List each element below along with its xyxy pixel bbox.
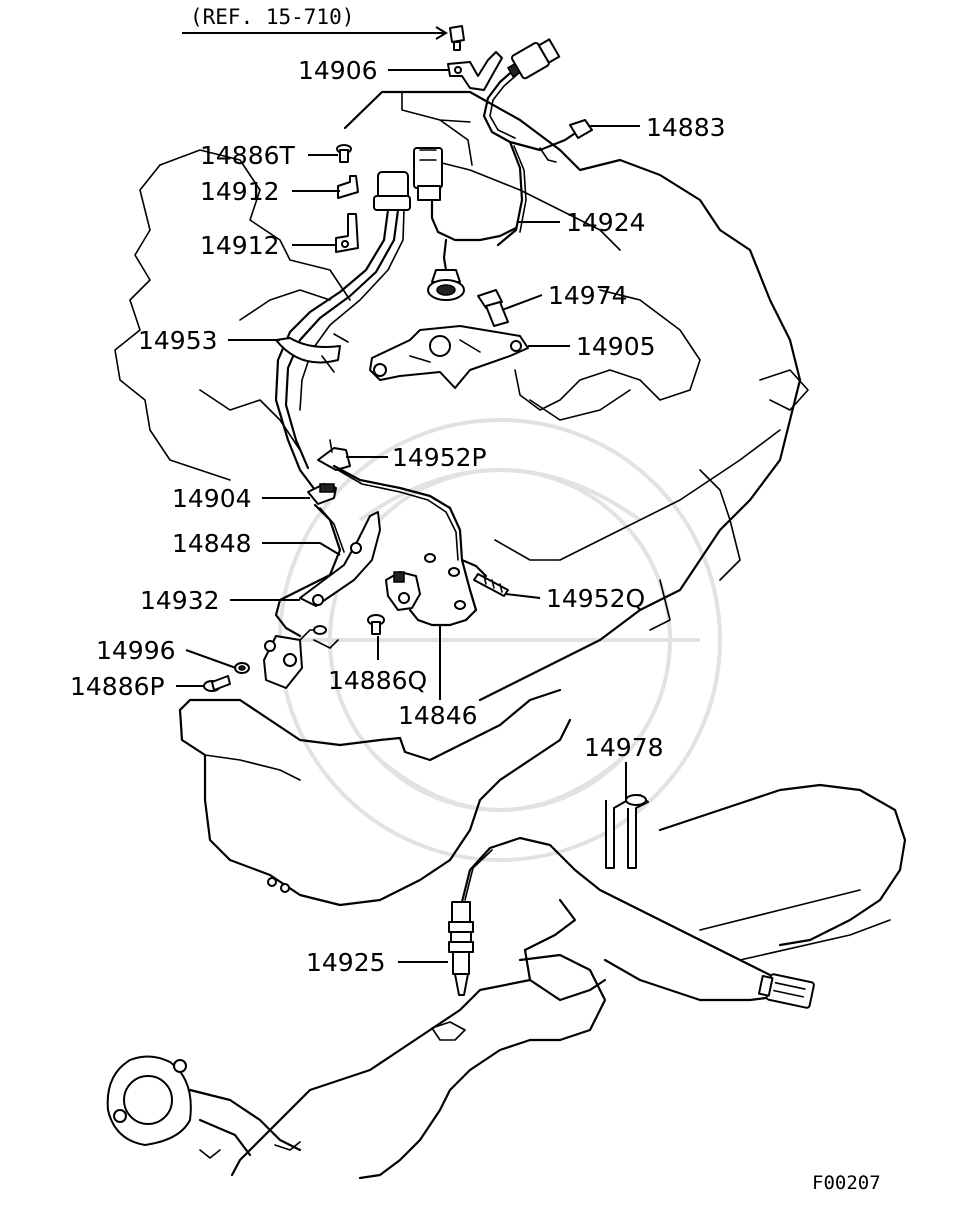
clip-14912-upper <box>337 175 359 199</box>
callout-14978: 14978 <box>584 733 664 762</box>
callout-14924: 14924 <box>566 208 646 237</box>
ref-bolt <box>449 25 465 51</box>
callout-14848: 14848 <box>172 529 252 558</box>
callout-14886T: 14886T <box>200 141 296 170</box>
callout-14925: 14925 <box>306 948 386 977</box>
callout-14846: 14846 <box>398 701 478 730</box>
callout-14886P: 14886P <box>70 672 165 701</box>
callout-14905: 14905 <box>576 332 656 361</box>
bolt-14886T <box>336 144 352 163</box>
bracket-14905 <box>369 325 529 389</box>
sensor-14932 <box>263 503 345 689</box>
callout-14904: 14904 <box>172 484 252 513</box>
bolt-14974 <box>477 289 509 327</box>
callout-14974: 14974 <box>548 281 628 310</box>
bracket-14906 <box>447 51 503 91</box>
callout-14906: 14906 <box>298 56 378 85</box>
callout-14886Q: 14886Q <box>328 666 427 695</box>
harness-14883 <box>482 38 593 247</box>
oil-pan <box>178 688 572 907</box>
clamp-14952Q <box>473 573 509 597</box>
catalytic-converter <box>518 783 907 1042</box>
oxygen-sensor-rear <box>448 836 815 1009</box>
washer-14996 <box>234 662 250 674</box>
callout-14953: 14953 <box>138 326 218 355</box>
misc-fasteners <box>313 553 466 649</box>
heat-shield-clip <box>605 794 649 869</box>
clip-14912-lower <box>335 213 359 253</box>
leader-lines <box>176 26 640 963</box>
callout-14952Q: 14952Q <box>546 584 645 613</box>
exhaust-pipe <box>106 978 532 1180</box>
bolt-14886P <box>203 675 231 692</box>
oxygen-sensor-front <box>413 147 518 301</box>
bolt-14886Q <box>367 614 385 635</box>
figure-code: F00207 <box>812 1172 881 1194</box>
reference-note: (REF. 15-710) <box>190 5 354 29</box>
callout-14912-upper: 14912 <box>200 177 280 206</box>
callout-14883: 14883 <box>646 113 726 142</box>
bracket-14848 <box>299 511 381 607</box>
harness-14953 <box>274 171 411 492</box>
clamp-14904 <box>307 483 337 505</box>
callout-14996: 14996 <box>96 636 176 665</box>
engine-block <box>114 90 809 702</box>
sensor-14846 <box>385 571 421 611</box>
watermark-emblem <box>278 418 722 862</box>
callout-14952P: 14952P <box>392 443 487 472</box>
callout-14912-lower: 14912 <box>200 231 280 260</box>
callout-14932: 14932 <box>140 586 220 615</box>
